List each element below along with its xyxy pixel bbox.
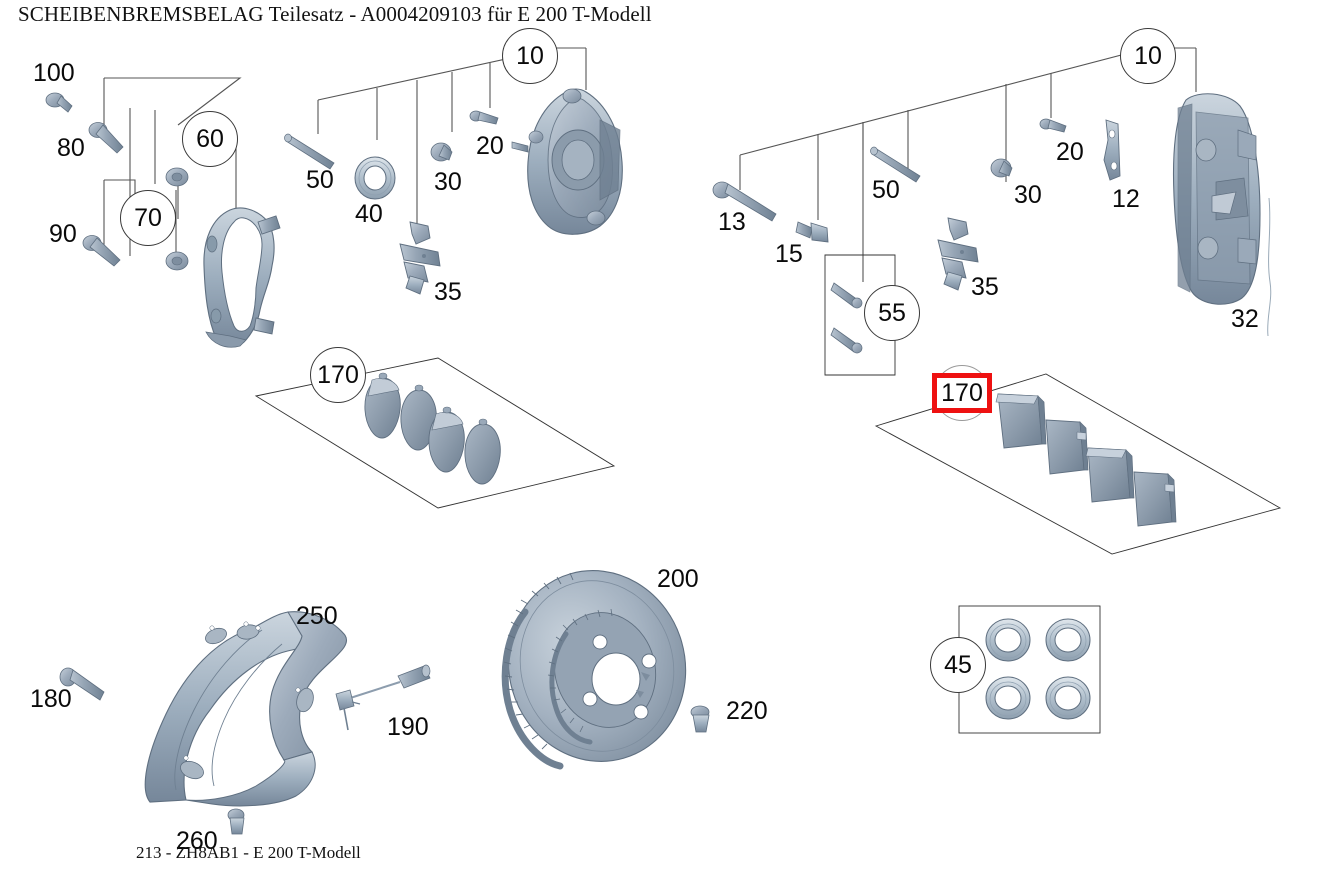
- group-label-45[interactable]: 45: [930, 637, 986, 693]
- part-35-retaining-spring: [399, 221, 441, 295]
- part-label-180[interactable]: 180: [30, 685, 72, 713]
- selection-highlight-box: [932, 373, 992, 413]
- part-label-30r[interactable]: 30: [1014, 181, 1042, 209]
- part-170r-rear-brake-pads: [995, 393, 1177, 527]
- part-60-caliper-bracket: [203, 207, 281, 348]
- part-70-guide-bush-upper: [165, 167, 189, 187]
- group-label-70[interactable]: 70: [120, 190, 176, 246]
- part-220-disc-retaining-bolt: [690, 705, 710, 733]
- part-20r-bleeder-valve: [1039, 118, 1067, 133]
- group-label-55[interactable]: 55: [864, 285, 920, 341]
- part-label-80[interactable]: 80: [57, 134, 85, 162]
- part-label-32[interactable]: 32: [1231, 305, 1259, 333]
- part-45-seal-rings: [985, 618, 1091, 720]
- part-label-12[interactable]: 12: [1112, 185, 1140, 213]
- part-30-bleeder-screw: [430, 142, 453, 162]
- group-label-text: 55: [878, 298, 906, 327]
- part-260-bolt: [227, 808, 245, 835]
- part-label-50[interactable]: 50: [306, 166, 334, 194]
- pad-set-front-box: [254, 357, 616, 509]
- part-35r-retaining-spring: [937, 217, 979, 291]
- group-label-170[interactable]: 170: [310, 347, 366, 403]
- part-40-seal-ring: [354, 156, 396, 200]
- part-15-hex-bolt: [795, 221, 829, 243]
- page-title: SCHEIBENBREMSBELAG Teilesatz - A00042091…: [18, 2, 652, 26]
- part-20-bleeder-valve: [469, 110, 499, 125]
- part-label-100[interactable]: 100: [33, 59, 75, 87]
- part-32-rear-brake-caliper: [1172, 93, 1261, 305]
- group-label-text: 45: [944, 650, 972, 679]
- part-label-40[interactable]: 40: [355, 200, 383, 228]
- part-100-bolt: [45, 92, 73, 113]
- part-180-bolt: [59, 667, 105, 701]
- part-label-200[interactable]: 200: [657, 565, 699, 593]
- part-label-20r[interactable]: 20: [1056, 138, 1084, 166]
- group-label-60[interactable]: 60: [182, 111, 238, 167]
- group-label-text: 10: [1134, 41, 1162, 70]
- part-55-bolt-lower: [830, 327, 863, 354]
- group-label-text: 170: [317, 360, 359, 389]
- part-250-brake-splash-shield: [144, 611, 347, 807]
- part-label-30[interactable]: 30: [434, 168, 462, 196]
- part-label-15[interactable]: 15: [775, 240, 803, 268]
- part-label-20[interactable]: 20: [476, 132, 504, 160]
- leader-lines-front-bracket: [103, 77, 242, 258]
- part-13-guide-bolt: [712, 181, 777, 222]
- group-label-text: 70: [134, 203, 162, 232]
- part-190-brake-wear-sensor: [335, 664, 431, 731]
- part-label-35[interactable]: 35: [434, 278, 462, 306]
- group-label-10r[interactable]: 10: [1120, 28, 1176, 84]
- part-label-190[interactable]: 190: [387, 713, 429, 741]
- part-80-guide-bolt: [88, 122, 124, 154]
- part-label-260[interactable]: 260: [176, 827, 218, 855]
- part-55-bolt-upper: [830, 282, 863, 309]
- group-label-170r[interactable]: 170: [932, 365, 992, 421]
- part-label-220[interactable]: 220: [726, 697, 768, 725]
- part-label-250[interactable]: 250: [296, 602, 338, 630]
- part-170-front-brake-pads: [364, 372, 501, 485]
- part-30r-bleeder-screw: [990, 158, 1013, 178]
- part-50r-pin: [870, 146, 921, 183]
- group-label-10[interactable]: 10: [502, 28, 558, 84]
- group-label-text: 60: [196, 124, 224, 153]
- part-70-guide-bush-lower: [165, 251, 189, 271]
- part-50-pin: [284, 133, 335, 170]
- part-55-bolt-kit-box: [824, 254, 896, 376]
- part-10-front-brake-caliper: [511, 88, 623, 235]
- group-label-text: 10: [516, 41, 544, 70]
- part-label-13[interactable]: 13: [718, 208, 746, 236]
- part-200-brake-disc: [501, 570, 687, 770]
- part-12-spring-plate: [1103, 119, 1121, 181]
- part-label-90[interactable]: 90: [49, 220, 77, 248]
- part-label-50r[interactable]: 50: [872, 176, 900, 204]
- page-footer: 213 - ZH8AB1 - E 200 T-Modell: [136, 843, 361, 862]
- group-label-text: 170: [941, 378, 983, 407]
- part-90-guide-bolt: [82, 235, 121, 267]
- part-label-35r[interactable]: 35: [971, 273, 999, 301]
